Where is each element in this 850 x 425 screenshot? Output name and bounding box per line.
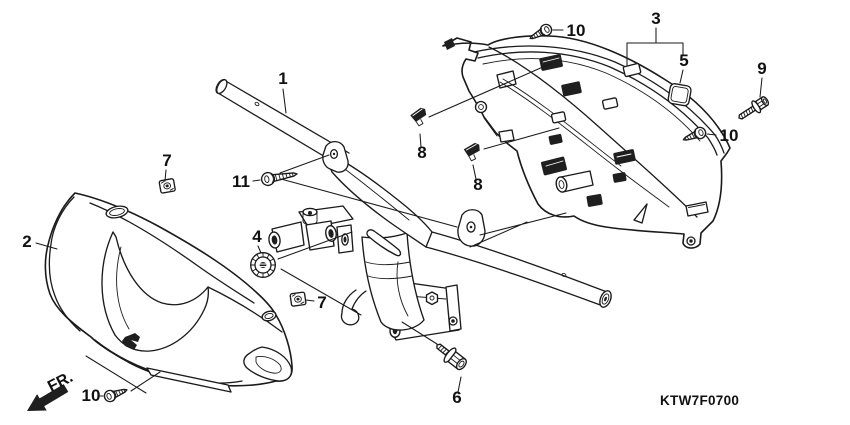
harness-clip [612, 172, 627, 183]
steering-stem [361, 232, 425, 331]
cover-hook [243, 346, 293, 382]
handlebar-assembly [215, 78, 612, 341]
callout-11[interactable]: 11 [232, 172, 250, 191]
callout-5[interactable]: 5 [679, 51, 688, 70]
part-8-harness-clip-a [408, 106, 430, 128]
rear-handle-cover [442, 35, 731, 249]
part-6-flange-bolt [436, 343, 467, 371]
callouts: 1 2 3 4 5 6 7 7 8 8 9 10 10 10 11 [22, 9, 766, 407]
part-9-hex-bolt [738, 96, 770, 120]
handle-post-bridge [329, 156, 433, 248]
harness-clip [548, 133, 563, 145]
callout-7a[interactable]: 7 [162, 151, 171, 170]
handle-pipe-left [223, 79, 350, 154]
callout-8b[interactable]: 8 [473, 175, 482, 194]
harness-clip [561, 81, 582, 97]
callout-1[interactable]: 1 [278, 69, 287, 88]
callout-7b[interactable]: 7 [317, 293, 326, 312]
part-7-clip-nut-a [158, 177, 177, 194]
callout-10a[interactable]: 10 [567, 21, 586, 40]
part-10-screw-bottom [102, 383, 130, 404]
fr-direction: FR. [27, 369, 76, 411]
handle-pipe-right [431, 231, 608, 293]
hook-wire [340, 289, 367, 326]
callout-9[interactable]: 9 [757, 59, 766, 78]
callout-2[interactable]: 2 [22, 232, 31, 251]
part-7-clip-nut-b [289, 291, 307, 308]
upper-holder-bracket [268, 205, 354, 254]
fr-label: FR. [45, 369, 76, 396]
callout-3[interactable]: 3 [651, 9, 660, 28]
front-handle-cover [44, 192, 293, 393]
callout-8a[interactable]: 8 [417, 143, 426, 162]
callout-6[interactable]: 6 [452, 388, 461, 407]
fr-arrow-icon [27, 384, 69, 411]
headlight-recess [101, 231, 210, 352]
callout-10c[interactable]: 10 [82, 386, 101, 405]
cover-clip [122, 333, 140, 350]
diagram-code: KTW7F0700 [660, 393, 739, 408]
leader-lines [85, 62, 560, 394]
harness-clip [586, 193, 603, 207]
part-4-grommet-nut [250, 252, 276, 278]
connector-block [613, 149, 636, 165]
part-5-cap [667, 83, 692, 107]
callout-4[interactable]: 4 [252, 227, 262, 246]
callout-10b[interactable]: 10 [720, 126, 739, 145]
pipe-tab-1 [322, 140, 349, 173]
part-8-harness-clip-b [462, 141, 483, 163]
part-11-screw [260, 171, 298, 187]
